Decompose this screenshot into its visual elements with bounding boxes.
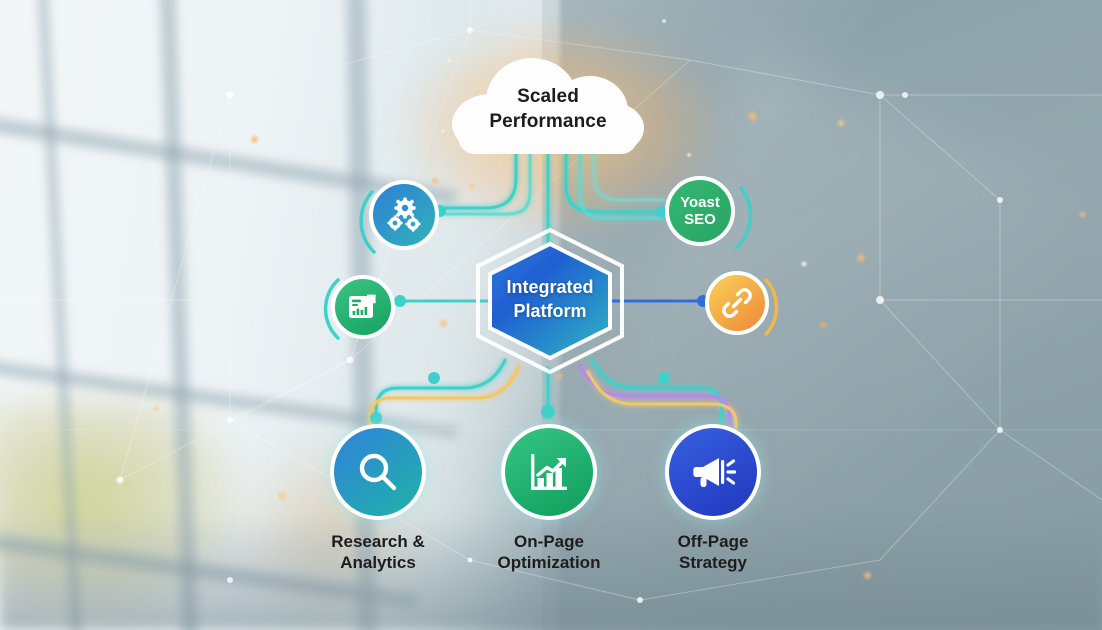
background-floor (0, 510, 1102, 630)
growth-chart-icon (505, 428, 593, 516)
caption-offpage-line2: Strategy (678, 553, 748, 573)
connector-dot-group (370, 372, 670, 424)
report-chart-icon (335, 279, 391, 335)
megaphone-icon (669, 428, 757, 516)
caption-offpage-line1: Off-Page (677, 532, 749, 551)
node-onpage-optimization[interactable] (501, 424, 597, 520)
yoast-label-line2: SEO (684, 211, 716, 228)
hexagon-label-line1: Integrated (506, 277, 594, 297)
node-offpage-strategy[interactable] (665, 424, 761, 520)
caption-research-line1: Research & (331, 532, 425, 551)
hexagon-core (488, 241, 612, 361)
caption-onpage-line2: Optimization (497, 553, 601, 573)
integrated-platform-hexagon[interactable] (472, 227, 628, 375)
node-gears[interactable] (369, 180, 439, 250)
caption-research-line2: Analytics (340, 553, 416, 573)
caption-onpage: On-Page Optimization (454, 531, 644, 574)
caption-onpage-line1: On-Page (514, 532, 584, 551)
hexagon-outer-ring (476, 227, 624, 375)
scaled-performance-cloud[interactable] (452, 58, 644, 154)
connector-dot (394, 295, 406, 307)
caption-offpage: Off-Page Strategy (618, 531, 808, 574)
yoast-label-line1: Yoast (680, 193, 720, 211)
yoast-seo-label: Yoast SEO (680, 194, 720, 229)
node-backlink[interactable] (705, 271, 769, 335)
node-yoast-seo[interactable]: Yoast SEO (665, 176, 735, 246)
cloud-label: Scaled Performance (452, 84, 644, 134)
node-research-analytics[interactable] (330, 424, 426, 520)
caption-research: Research & Analytics (283, 531, 473, 574)
cloud-label-line2: Performance (489, 111, 607, 133)
gears-icon (373, 184, 435, 246)
magnifier-icon (334, 428, 422, 516)
node-report[interactable] (331, 275, 395, 339)
link-chain-icon (709, 275, 765, 331)
hexagon-label-line2: Platform (513, 300, 587, 321)
cloud-label-line1: Scaled (517, 86, 579, 107)
hexagon-label: Integrated Platform (472, 276, 628, 324)
